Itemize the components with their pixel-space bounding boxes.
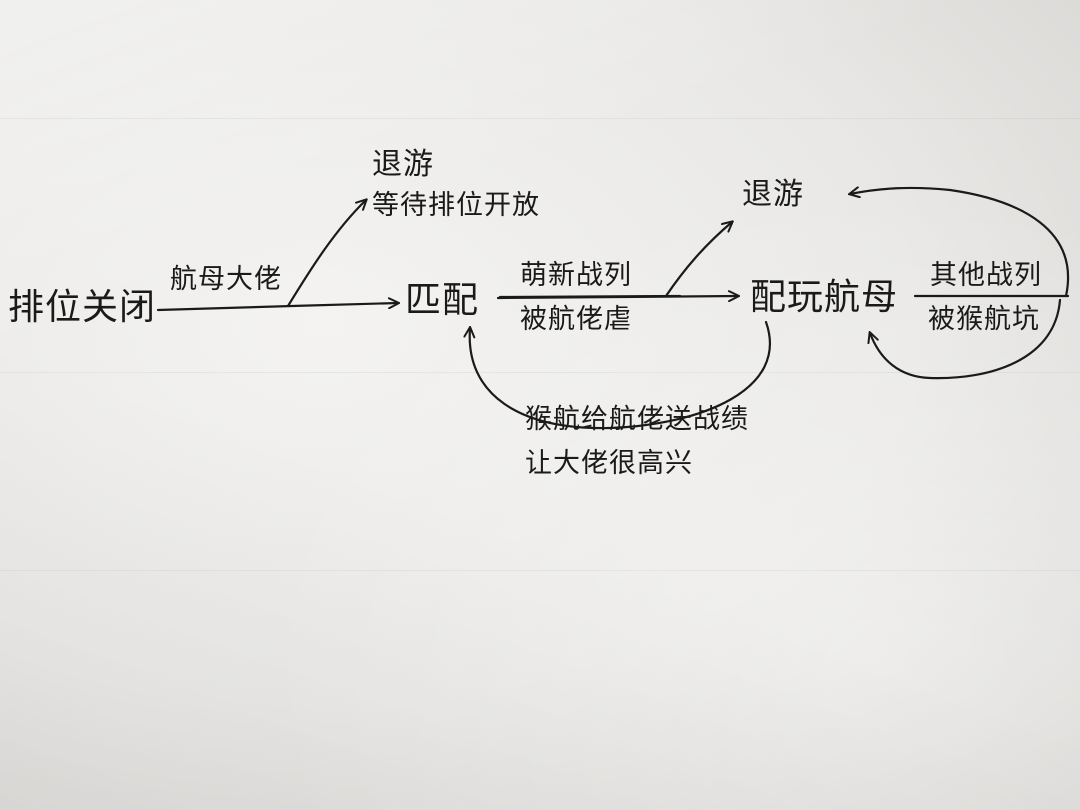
divider-newbie: [498, 294, 682, 299]
node-play-carrier: 配玩航母: [750, 277, 899, 318]
node-quit-top: 退游: [372, 147, 434, 182]
edge-newbie-line: 萌新战列: [520, 260, 632, 291]
node-match: 匹配: [405, 280, 480, 321]
edge-abused-monkey: 被猴航坑: [928, 304, 1040, 335]
node-quit-right: 退游: [742, 177, 804, 212]
paper-rule-line: [0, 570, 1080, 571]
paper-rule-line: [0, 118, 1080, 119]
node-rank-closed: 排位关闭: [8, 287, 157, 328]
arrow-newbie-to-quit: [664, 222, 732, 298]
node-wait-rank: 等待排位开放: [372, 190, 540, 221]
edge-monkey-line1: 猴航给航佬送战绩: [525, 404, 749, 435]
edge-abused-line: 被航佬虐: [520, 304, 632, 335]
paper-rule-line: [0, 372, 1080, 373]
edge-other-bb: 其他战列: [930, 260, 1042, 291]
arrow-boss-to-quit: [286, 200, 366, 308]
arrow-abused-loop-to-carrier: [870, 298, 1062, 380]
edge-carrier-boss: 航母大佬: [170, 264, 282, 295]
arrow-carrier-loop-to-match: [470, 320, 772, 430]
edge-monkey-line2: 让大佬很高兴: [525, 448, 693, 479]
arrow-rank-to-match: [156, 303, 398, 312]
arrow-other-bb-to-quit: [850, 188, 1069, 298]
